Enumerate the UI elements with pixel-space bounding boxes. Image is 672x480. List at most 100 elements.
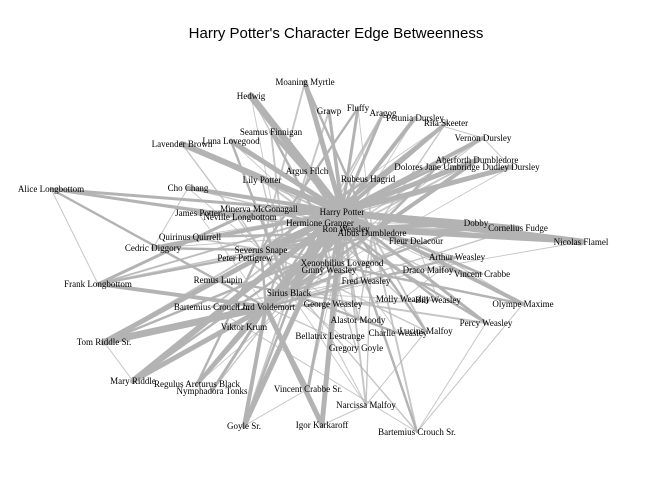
node-label: Rita Skeeter [424, 118, 468, 128]
edge [260, 249, 427, 332]
edge-layer [49, 79, 585, 434]
node-label: Mary Riddle [110, 376, 156, 386]
node-label: Tom Riddle Sr. [77, 337, 132, 347]
edge [341, 211, 367, 406]
edge [415, 240, 439, 301]
edge [243, 388, 309, 427]
node-label: Seamus Finnigan [240, 127, 303, 137]
edge [152, 187, 189, 249]
node-label: Cornelius Fudge [488, 223, 548, 233]
node-label: Bartemius Crouch Jr. [174, 302, 250, 312]
edge [370, 165, 439, 235]
node-label: Molly Weasley [376, 294, 431, 304]
edge [287, 221, 322, 295]
node-label: Aberforth Dumbledore [436, 155, 519, 165]
edge [265, 306, 323, 426]
edge [427, 269, 483, 275]
edge [402, 256, 458, 300]
edge [414, 117, 484, 139]
node-label: Gregory Goyle [329, 343, 383, 353]
node-label: James Potter [175, 208, 221, 218]
edge [97, 211, 343, 285]
edge [228, 138, 345, 215]
edge [211, 292, 290, 392]
edge [260, 249, 359, 321]
edge [371, 232, 418, 433]
node-label: Rubeus Hagrid [341, 174, 396, 184]
node-label: Fleur Delacour [389, 236, 443, 246]
edge [257, 207, 322, 225]
edge [211, 222, 321, 308]
edge [340, 210, 419, 434]
edge [49, 187, 344, 214]
node-label: Lucius Malfoy [399, 326, 453, 336]
node-label: Frank Longbottom [64, 279, 132, 289]
node-label: Viktor Krum [221, 322, 267, 332]
node-label: Hermione Granger [286, 218, 354, 228]
edge [416, 303, 524, 433]
edge [288, 292, 357, 349]
node-label: Alice Longbottom [18, 184, 84, 194]
edge [321, 228, 347, 426]
edge [259, 248, 268, 309]
node-label: Bellatrix Lestrange [295, 331, 364, 341]
node-label: Ron Weasley [322, 224, 370, 234]
edge [305, 169, 348, 231]
edge [365, 330, 427, 406]
node-label: Ginny Weasley [302, 265, 357, 275]
edge [341, 122, 447, 213]
node-label: Harry Potter [320, 207, 365, 217]
edge [151, 246, 263, 252]
node-label: George Weasley [304, 299, 363, 309]
edge [340, 210, 428, 333]
edge [288, 292, 487, 324]
edge [181, 143, 373, 234]
node-label: Igor Karkaroff [296, 420, 349, 430]
edge [288, 292, 404, 300]
edge [261, 179, 321, 224]
edge [319, 166, 512, 224]
edge [243, 292, 290, 427]
edge [318, 221, 331, 272]
edge [259, 227, 348, 252]
edge [318, 221, 374, 235]
edge [50, 188, 347, 230]
edge [103, 341, 134, 382]
node-label: Sirius Black [267, 288, 312, 298]
edge [264, 221, 322, 309]
edge [371, 232, 427, 332]
edge [181, 143, 262, 251]
edge [270, 131, 290, 294]
node-label: Cedric Diggory [125, 243, 182, 253]
node-label: Olympe Maxime [492, 299, 553, 309]
edge [180, 142, 344, 214]
edge [318, 221, 488, 325]
node-label: Charlie Weasley [369, 328, 428, 338]
edge [259, 106, 360, 252]
edge [340, 210, 374, 235]
node-label: Hedwig [237, 91, 266, 101]
edge [264, 291, 291, 309]
node-label: Nymphadora Tonks [177, 386, 248, 396]
node-label: Luna Lovegood [202, 136, 260, 146]
node-label: Grawp [317, 106, 342, 116]
edge [132, 306, 267, 382]
node-label: Goyle Sr. [227, 421, 261, 431]
edge [103, 249, 262, 343]
edge [239, 216, 262, 251]
edge [365, 232, 373, 406]
edge [103, 211, 343, 343]
edge [259, 221, 322, 252]
edge [340, 111, 385, 214]
chart-title: Harry Potter's Character Edge Betweennes… [189, 25, 484, 42]
edge [238, 210, 344, 219]
node-label: Draco Malfoy [403, 265, 454, 275]
node-label: Quirinus Quirrell [159, 232, 222, 242]
edge [131, 227, 348, 383]
node-label: Narcissa Malfoy [336, 400, 396, 410]
node-label: Vincent Crabbe [454, 269, 510, 279]
node-label: Moaning Myrtle [275, 77, 334, 87]
node-label: Fred Weasley [342, 276, 391, 286]
edge [357, 107, 373, 234]
